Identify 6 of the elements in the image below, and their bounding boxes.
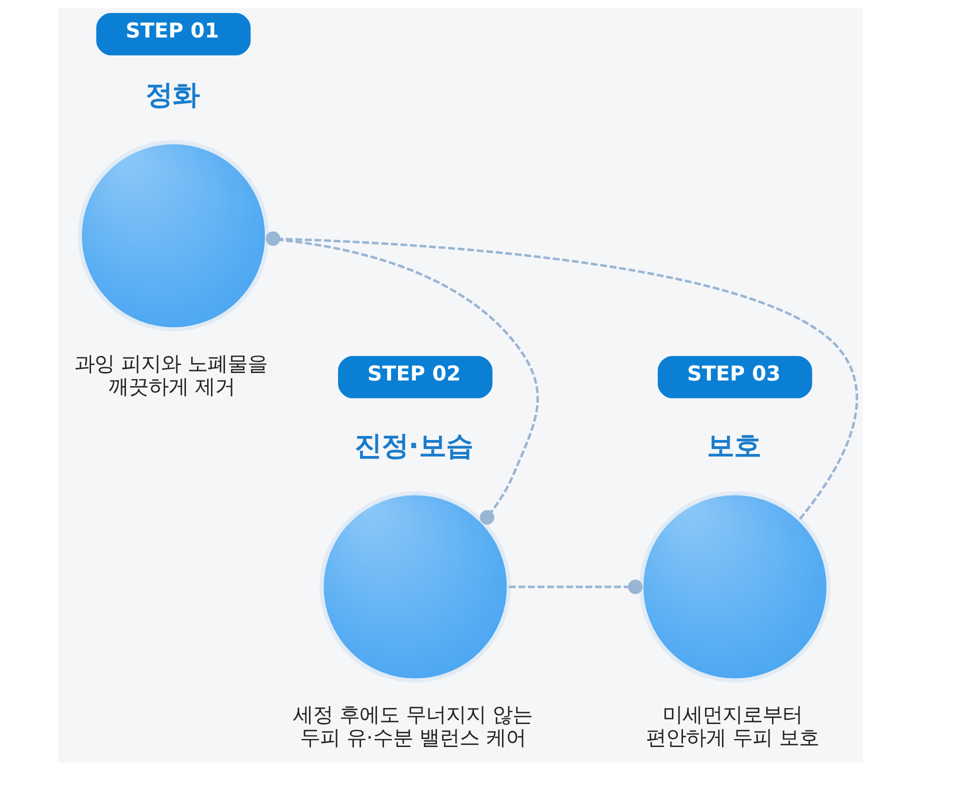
node-label: 진정·보습 bbox=[354, 431, 473, 462]
node-label: 정화 bbox=[145, 80, 200, 111]
node-label: 과잉 피지와 노폐물을 깨끗하게 제거 bbox=[74, 351, 268, 399]
node-label: 보호 bbox=[706, 431, 761, 462]
node-label: 세정 후에도 무너지지 않는 두피 유·수분 밸런스 케어 bbox=[292, 702, 533, 750]
node-label: 미세먼지로부터 편안하게 두피 보호 bbox=[646, 702, 820, 750]
